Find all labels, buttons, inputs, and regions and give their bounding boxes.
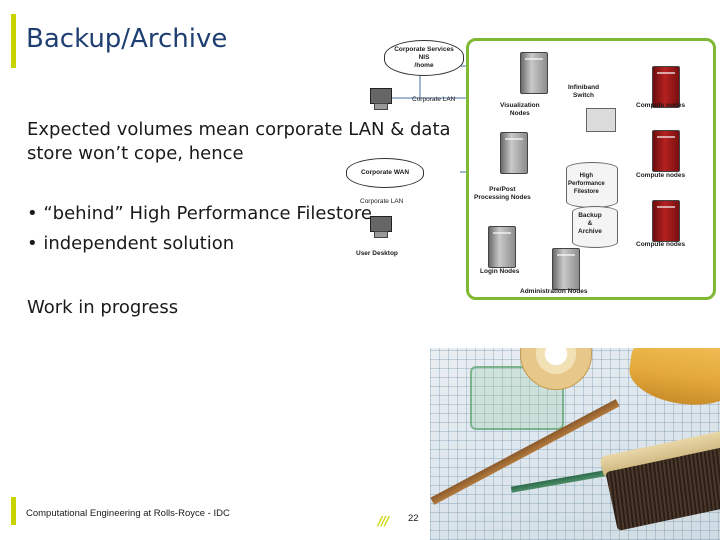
compute-server-icon bbox=[652, 130, 680, 172]
hpf-label: High Performance Filestore bbox=[568, 173, 605, 195]
compute-server-icon bbox=[652, 66, 680, 108]
drafting-photo bbox=[430, 348, 720, 540]
admin-server-icon bbox=[552, 248, 580, 290]
intro-line-1: Expected volumes mean corporate LAN & da… bbox=[27, 119, 451, 140]
corporate-wan-cloud: Corporate WAN bbox=[346, 158, 424, 188]
infiniband-switch-icon bbox=[586, 108, 616, 132]
network-diagram: Corporate Services NIS /home Corporate L… bbox=[340, 36, 720, 308]
intro-line-2: store won’t cope, hence bbox=[27, 143, 244, 164]
slide-title: Backup/Archive bbox=[26, 24, 228, 54]
login-nodes-label: Login Nodes bbox=[480, 268, 520, 275]
compute-nodes-label-3: Compute nodes bbox=[636, 241, 686, 248]
home-label: /home bbox=[414, 62, 434, 69]
filestore-icon bbox=[566, 162, 618, 208]
page-number: 22 bbox=[408, 513, 419, 524]
prepost-server-icon bbox=[500, 132, 528, 174]
visualization-nodes-label: Visualization Nodes bbox=[500, 102, 540, 117]
user-desktop-label: User Desktop bbox=[356, 250, 398, 257]
bullet-item: • independent solution bbox=[27, 233, 235, 254]
compute-nodes-label-2: Compute nodes bbox=[636, 172, 686, 179]
title-accent-bar bbox=[11, 14, 16, 68]
footer-text: Computational Engineering at Rolls-Royce… bbox=[26, 508, 230, 519]
prepost-nodes-label: Pre/Post Processing Nodes bbox=[474, 186, 531, 201]
corporate-services-cloud: Corporate Services NIS /home bbox=[384, 40, 464, 76]
backup-archive-label: Backup & Archive bbox=[578, 212, 602, 235]
corporate-services-label: Corporate Services bbox=[394, 46, 454, 53]
login-server-icon bbox=[488, 226, 516, 268]
footer-accent-bar bbox=[11, 497, 16, 525]
compute-server-icon bbox=[652, 200, 680, 242]
corporate-lan-label: Corporate LAN bbox=[412, 96, 456, 103]
user-desktop-icon bbox=[368, 216, 392, 238]
admin-nodes-label: Administration Nodes bbox=[520, 288, 588, 295]
corporate-wan-label: Corporate WAN bbox=[360, 169, 410, 176]
compute-nodes-label-1: Compute nodes bbox=[636, 102, 686, 109]
bullet-item: • “behind” High Performance Filestore bbox=[27, 203, 372, 224]
corporate-lan-label-2: Corporate LAN bbox=[360, 198, 404, 205]
visualization-server-icon bbox=[520, 52, 548, 94]
desktop-icon bbox=[368, 88, 392, 110]
infiniband-switch-label: Infiniband Switch bbox=[568, 84, 600, 99]
footer-slashes-mark: /// bbox=[378, 514, 389, 528]
backup-archive-icon bbox=[572, 206, 618, 248]
status-text: Work in progress bbox=[27, 297, 179, 318]
nis-label: NIS bbox=[418, 54, 430, 61]
